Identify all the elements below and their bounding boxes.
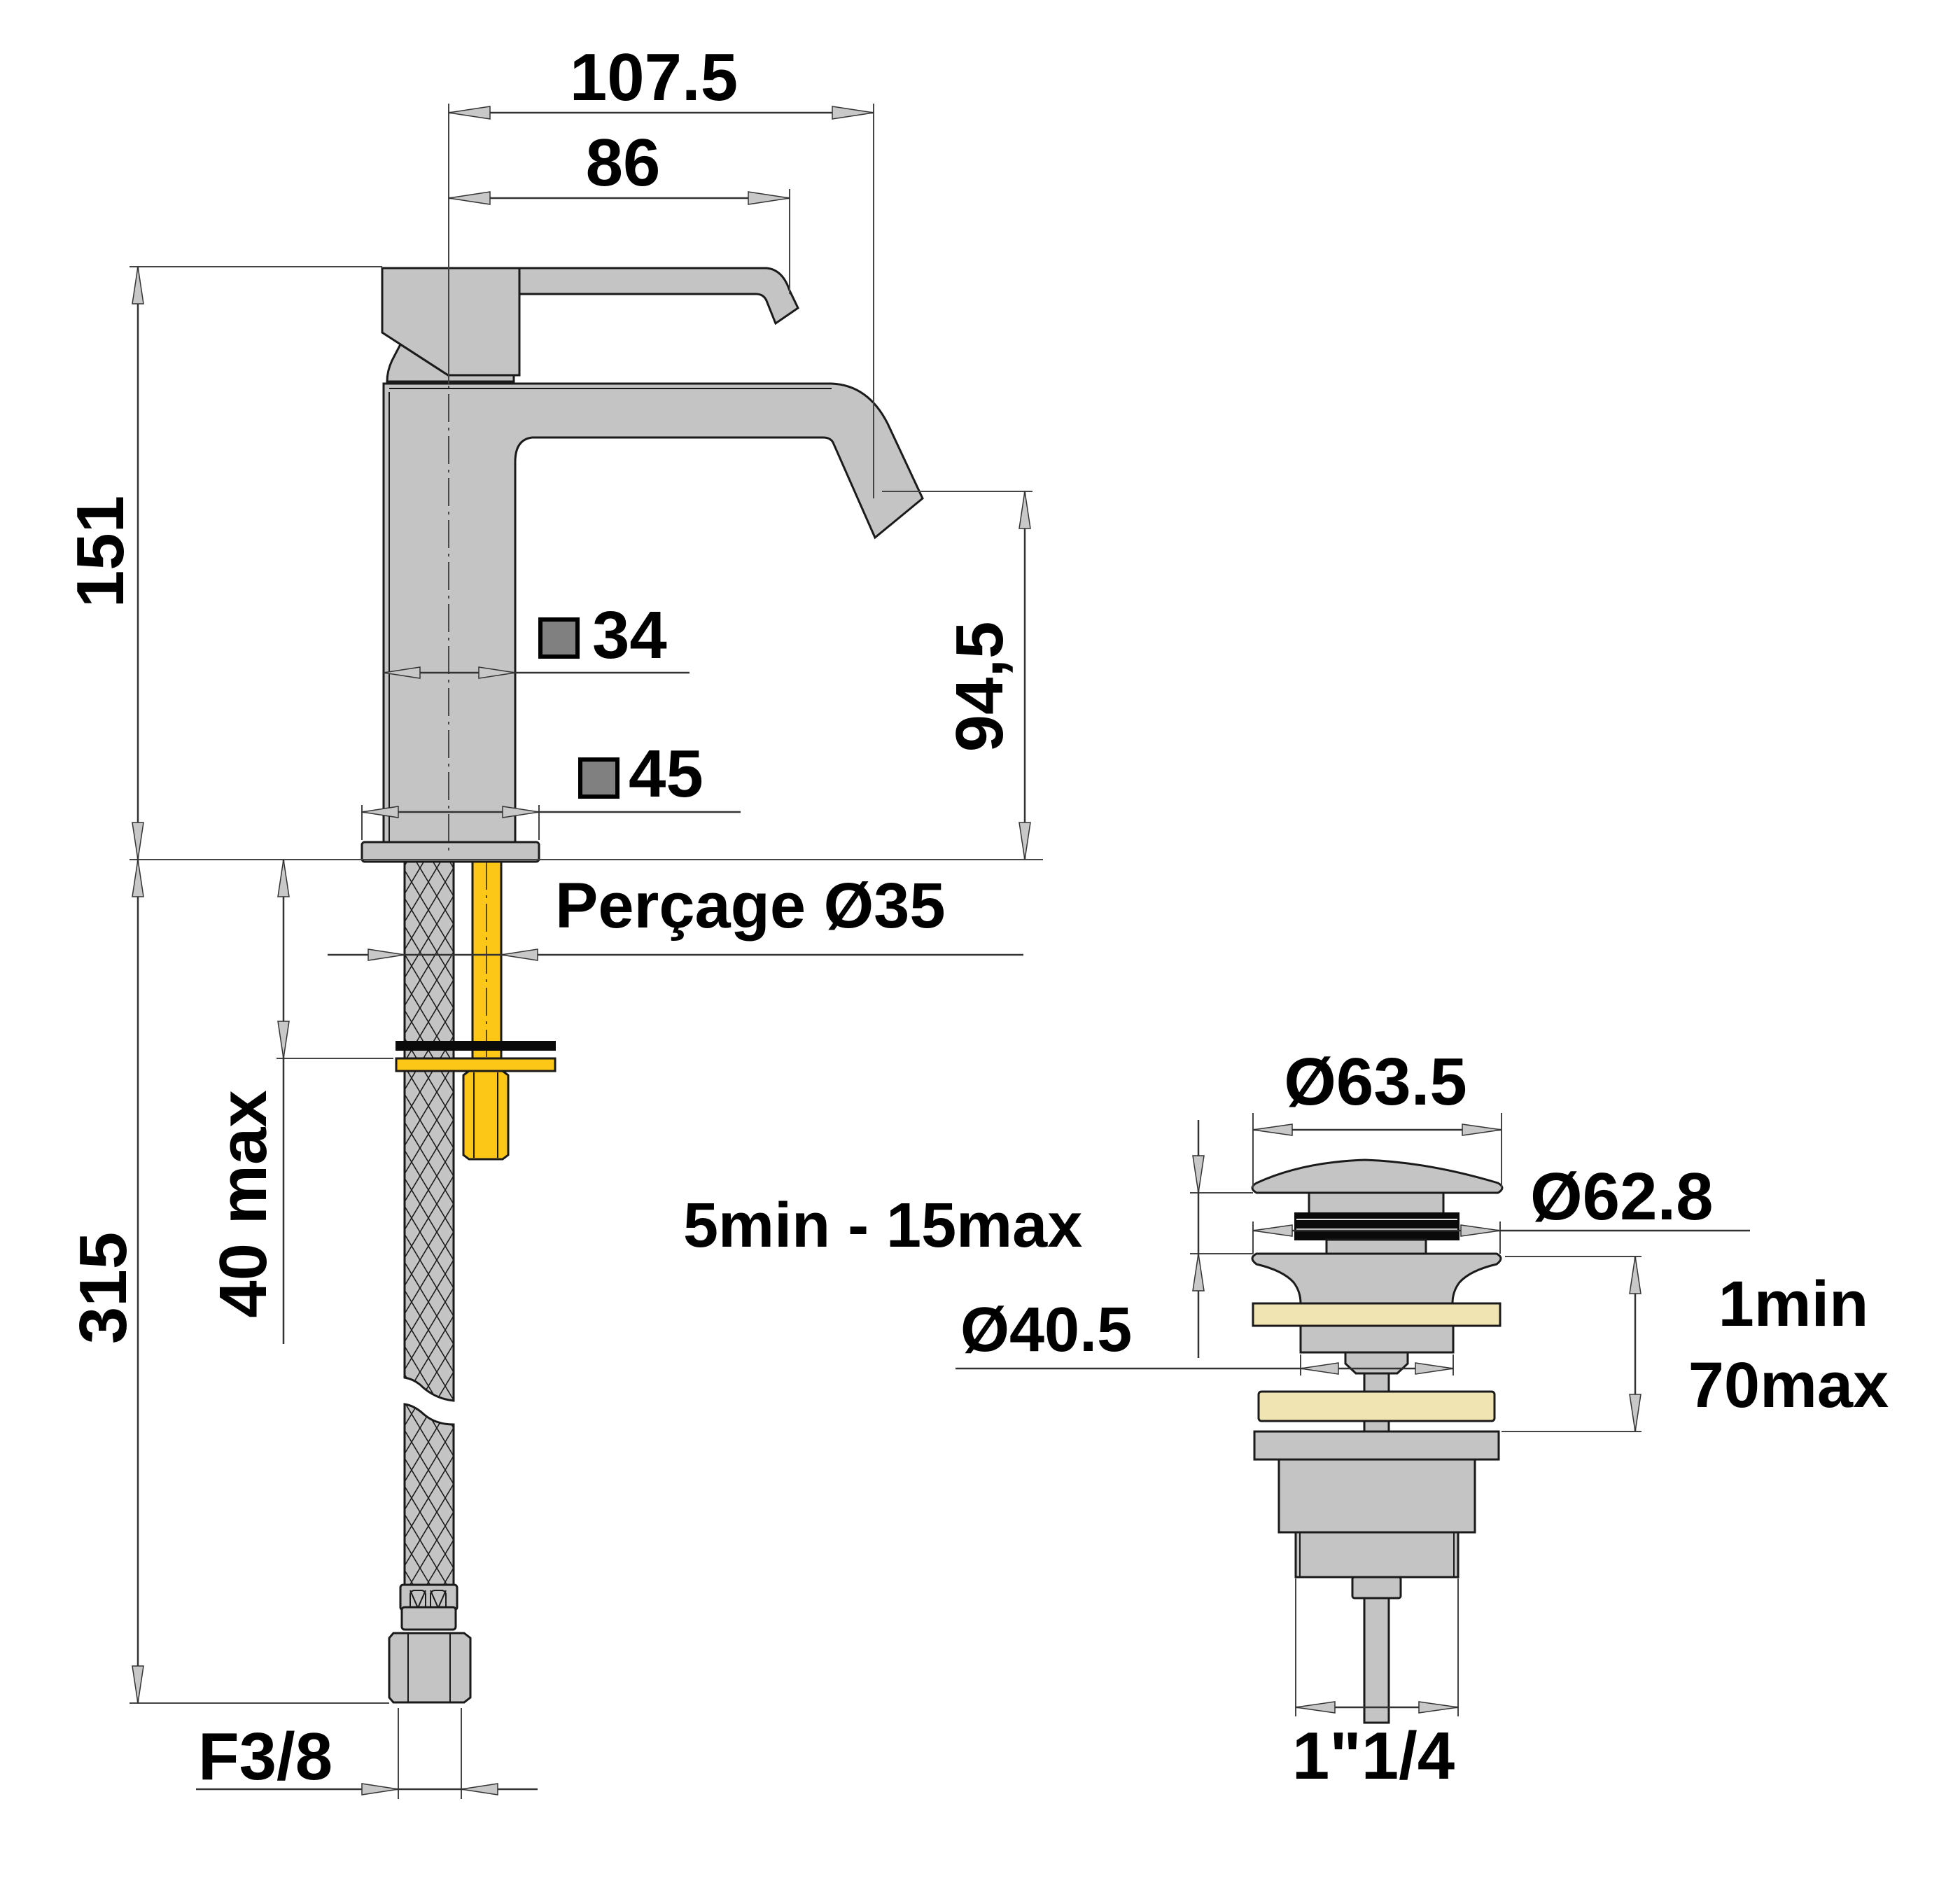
tap-drawing: 107.5 86 151 94,5 34 45 <box>63 40 1043 1799</box>
arrow-icon <box>500 948 538 961</box>
dim-basin-thickness-max: 70max <box>1688 1350 1889 1421</box>
arrow-icon <box>1018 491 1031 529</box>
arrow-icon <box>132 859 144 897</box>
waste-nut-flange <box>1253 1430 1500 1461</box>
arrow-icon <box>1252 1224 1293 1237</box>
arrow-icon <box>448 191 491 205</box>
waste-inner-stem <box>1325 1238 1427 1255</box>
waste-body <box>1278 1458 1476 1534</box>
arrow-icon <box>368 948 405 961</box>
arrow-icon <box>277 1021 290 1059</box>
waste-drawing: Ø63.5 Ø62.8 5min - 15max Ø40.5 1min 70ma… <box>683 1044 1889 1793</box>
arrow-icon <box>1252 1124 1293 1136</box>
base-plate <box>360 841 540 863</box>
arrow-icon <box>132 266 144 304</box>
metal-washer <box>395 1057 556 1072</box>
arrow-icon <box>748 191 790 205</box>
arrow-icon <box>1415 1362 1454 1375</box>
arrow-icon <box>478 666 516 679</box>
arrow-icon <box>1418 1701 1459 1714</box>
dim-overall-reach: 107.5 <box>570 40 738 115</box>
lever-handle <box>518 267 799 326</box>
dim-hole-drilling: Perçage Ø35 <box>555 870 945 941</box>
arrow-icon <box>1629 1256 1642 1294</box>
arrow-icon <box>1295 1701 1336 1714</box>
square-section-icon <box>578 757 620 799</box>
arrow-icon <box>361 1783 399 1795</box>
arrow-icon <box>277 859 290 897</box>
flex-hose-upper <box>403 860 455 1402</box>
dim-basin-thickness-min: 1min <box>1718 1268 1869 1340</box>
arrow-icon <box>1018 822 1031 860</box>
dim-overall-height: 151 <box>63 496 138 608</box>
waste-collar <box>1351 1576 1402 1600</box>
rubber-washer <box>396 1041 556 1051</box>
waste-cap <box>1251 1158 1504 1194</box>
arrow-icon <box>383 666 421 679</box>
arrow-icon <box>832 106 874 120</box>
arrow-icon <box>1192 1253 1205 1292</box>
arrow-icon <box>1192 1155 1205 1194</box>
arrow-icon <box>1462 1124 1502 1136</box>
arrow-icon <box>502 806 540 818</box>
dim-spout-height: 94,5 <box>942 622 1017 752</box>
dim-thread-size: 1"1/4 <box>1292 1718 1455 1793</box>
arrow-icon <box>448 106 491 120</box>
arrow-icon <box>361 806 399 818</box>
dim-handle-reach: 86 <box>586 125 661 200</box>
dim-section-lower: 45 <box>629 736 704 811</box>
arrow-icon <box>461 1783 498 1795</box>
hose-ferrule-body <box>400 1606 457 1631</box>
basin-washer-top <box>1252 1302 1502 1327</box>
waste-flange-body <box>1251 1252 1502 1305</box>
dim-neck-diameter: Ø40.5 <box>960 1295 1132 1365</box>
arrow-icon <box>1300 1362 1339 1375</box>
arrow-icon <box>132 1665 144 1704</box>
waste-thread <box>1294 1531 1460 1578</box>
dim-cap-lift: 5min - 15max <box>683 1191 1082 1261</box>
square-section-icon <box>538 617 580 659</box>
tap-body-spout <box>382 382 924 847</box>
waste-stem <box>1363 1597 1390 1724</box>
mounting-nut <box>462 1070 510 1161</box>
arrow-icon <box>1460 1224 1501 1237</box>
arrow-icon <box>1629 1394 1642 1432</box>
dim-hose-connection: F3/8 <box>198 1719 332 1794</box>
cartridge-collar <box>386 342 515 383</box>
dim-flange-diameter: Ø62.8 <box>1530 1159 1714 1234</box>
waste-cone <box>1344 1351 1409 1375</box>
basin-washer-bottom <box>1257 1390 1496 1422</box>
dim-section-upper: 34 <box>592 598 667 673</box>
dim-cap-diameter: Ø63.5 <box>1284 1044 1467 1119</box>
waste-neck <box>1308 1191 1445 1215</box>
dim-hose-length: 315 <box>66 1232 141 1344</box>
flex-hose-lower <box>403 1403 455 1588</box>
arrow-icon <box>132 822 144 860</box>
hose-hex-nut <box>388 1632 472 1704</box>
dim-max-deck-thickness: 40 max <box>206 1090 281 1318</box>
waste-lower-neck <box>1299 1324 1455 1354</box>
waste-seal <box>1294 1212 1460 1240</box>
